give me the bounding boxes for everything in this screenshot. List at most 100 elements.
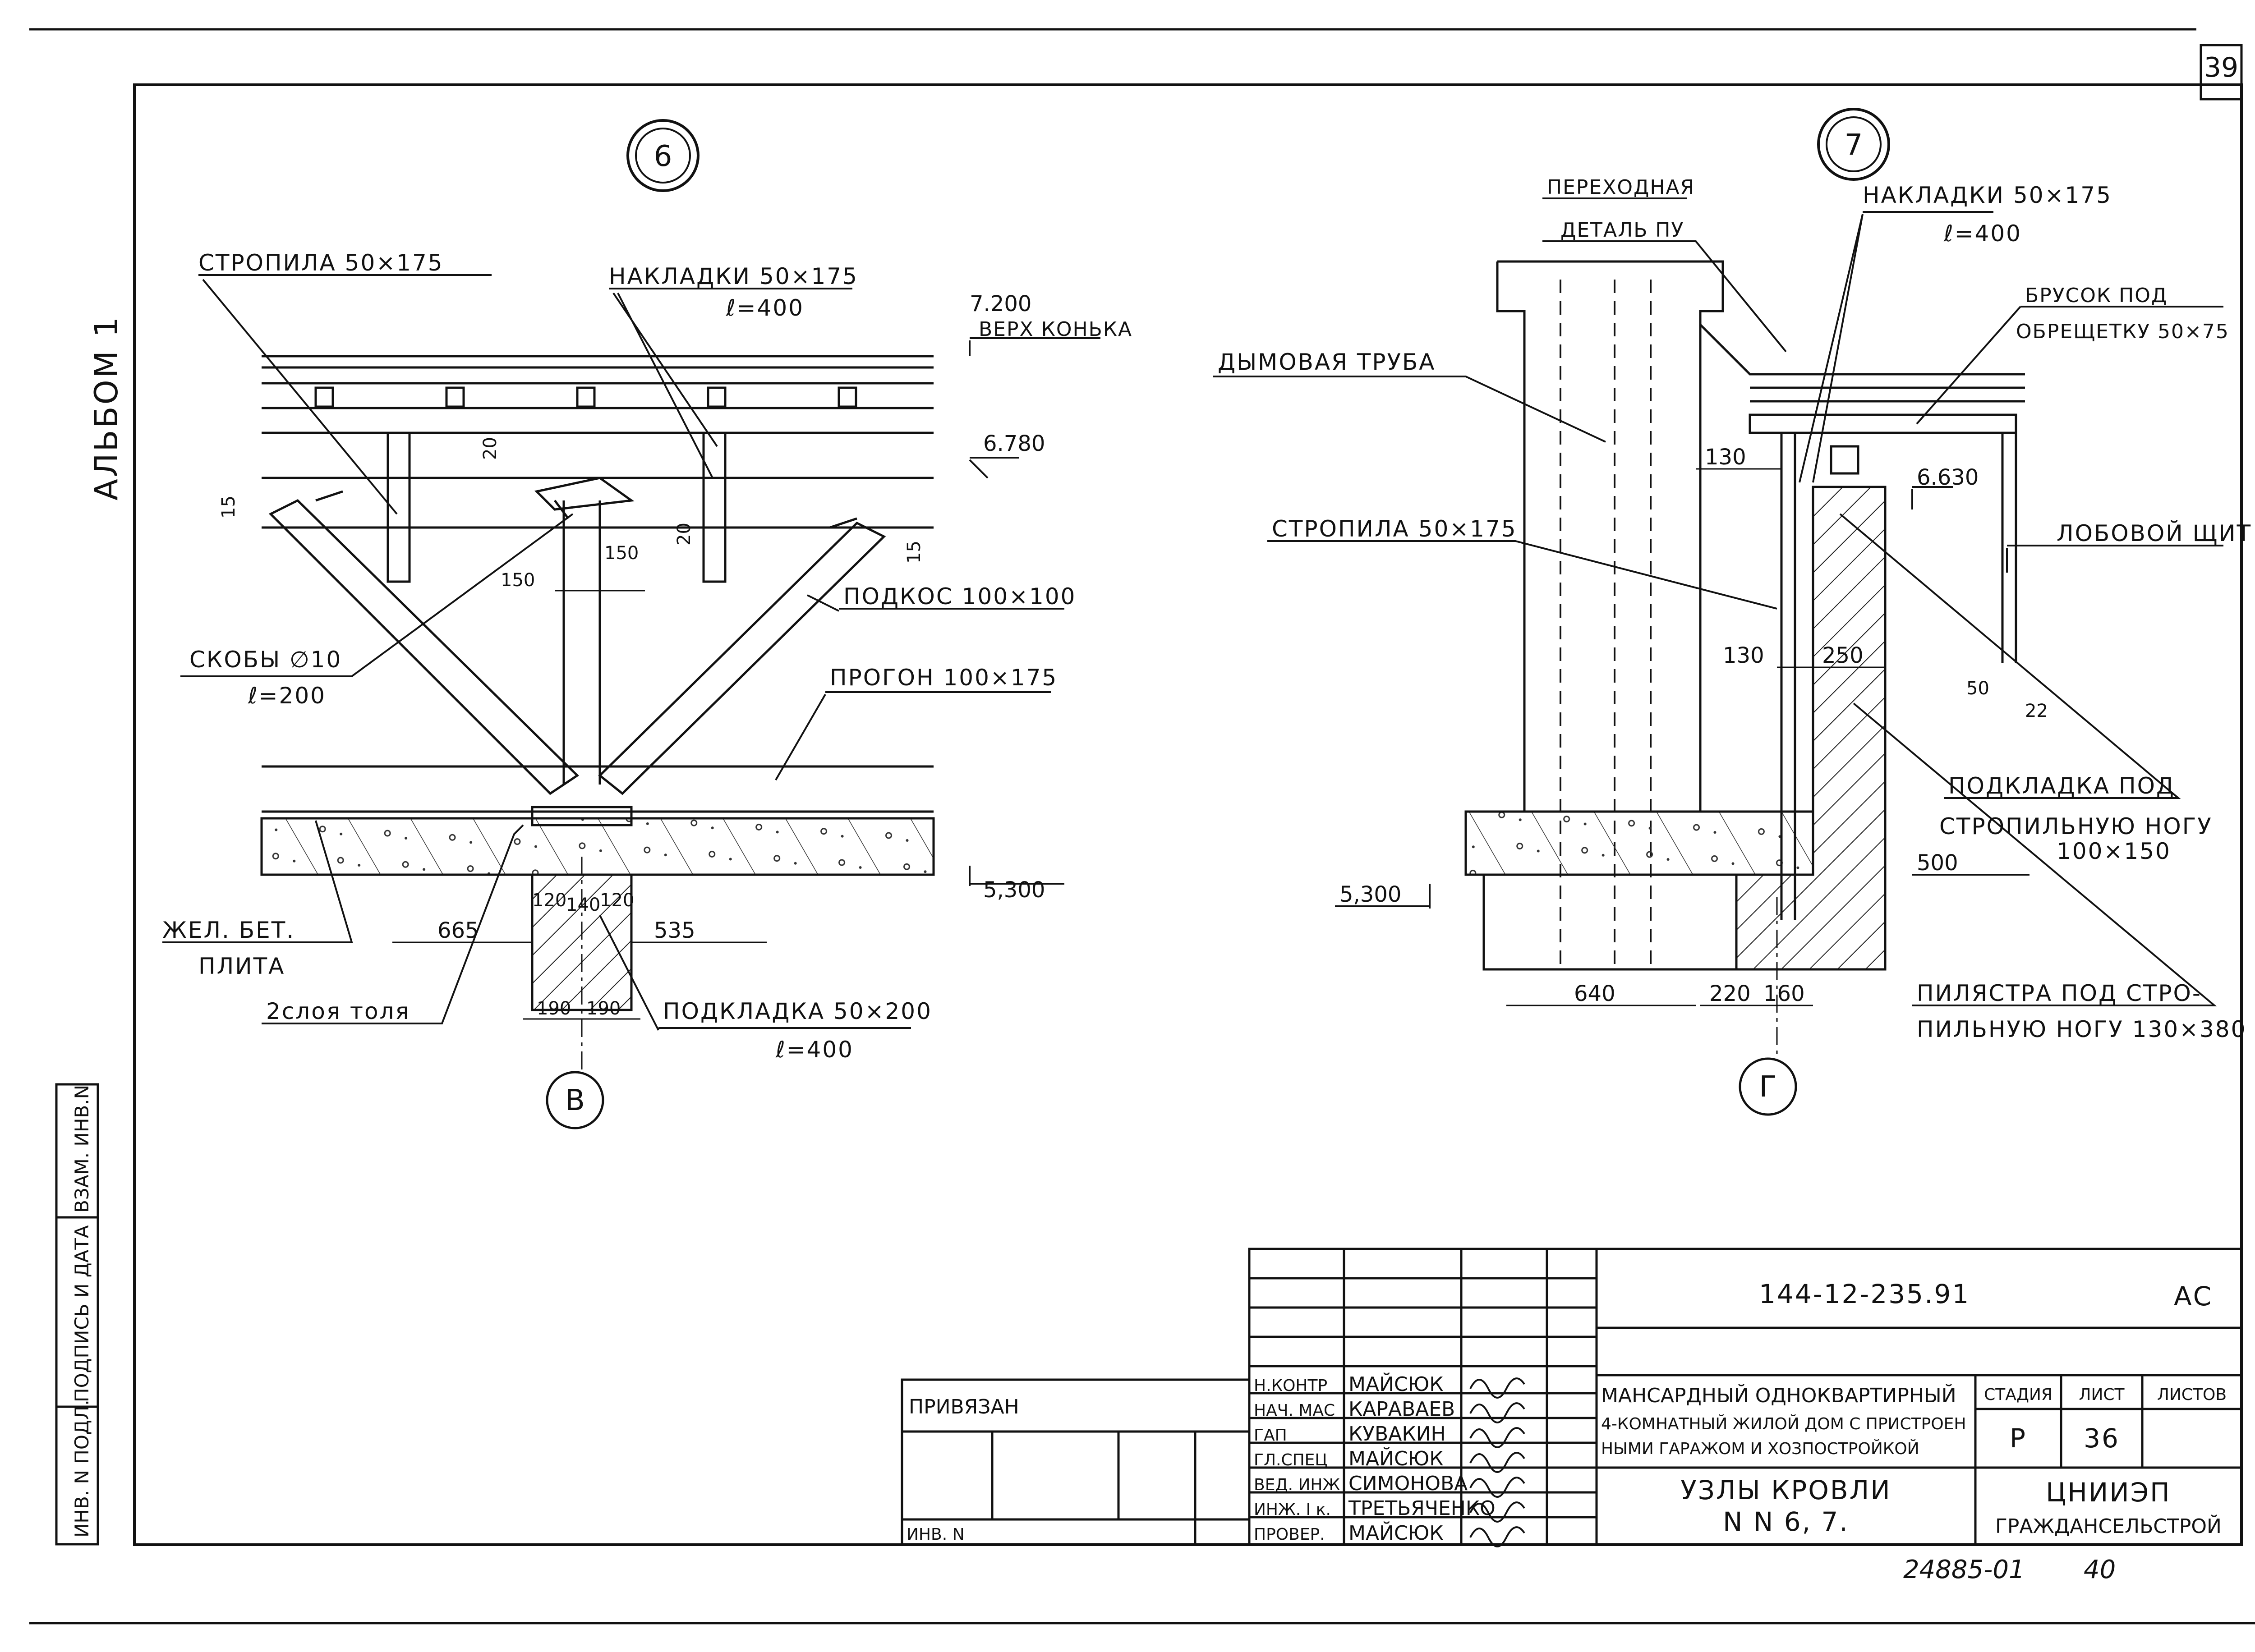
node6-nakladki-label: НАКЛАДКИ 50×175 — [609, 263, 858, 289]
node7-lobovoy: ЛОБОВОЙ ЩИТ — [2057, 520, 2252, 546]
title-block — [901, 1248, 2243, 1546]
node6-dim-120a: 120 — [532, 890, 566, 911]
stamp-inv-podl: ИНВ. N ПОДЛ. — [71, 1400, 93, 1537]
role-5: ВЕД. ИНЖ — [1254, 1476, 1340, 1494]
node6-zhel-bet-label: ЖЕЛ. БЕТ. — [162, 917, 295, 943]
role-6-name: ТРЕТЬЯЧЕНКО — [1348, 1497, 1496, 1520]
node6-progon-label: ПРОГОН 100×175 — [830, 665, 1058, 691]
node7-podkladka-2: СТРОПИЛЬНУЮ НОГУ — [1939, 813, 2213, 840]
node7-dim-50: 50 — [1966, 678, 1989, 699]
node7-number: 7 — [1845, 128, 1863, 162]
node6-dim-190b: 190 — [586, 998, 621, 1019]
node6-dim-20b: 20 — [674, 523, 695, 546]
node6-stropila-label: СТРОПИЛА 50×175 — [198, 250, 444, 276]
node7-drawing — [1213, 108, 2223, 1116]
node7-mark-6630: 6.630 — [1917, 465, 1979, 490]
node7-perehodnaya: ПЕРЕХОДНАЯ — [1547, 176, 1695, 199]
title-section: АС — [2174, 1281, 2213, 1312]
node6-podkladka-step: ℓ=400 — [775, 1037, 854, 1063]
listov-label: ЛИСТОВ — [2157, 1386, 2227, 1404]
role-5-name: СИМОНОВА — [1348, 1472, 1468, 1495]
title-code: 144-12-235.91 — [1759, 1279, 1970, 1309]
node6-mark-6780: 6.780 — [983, 431, 1045, 456]
role-1-name: МАЙСЮК — [1348, 1372, 1443, 1396]
list-label: ЛИСТ — [2079, 1386, 2125, 1404]
node6-dim-15b: 15 — [904, 541, 925, 564]
sheet-title-1: УЗЛЫ КРОВЛИ — [1680, 1475, 1891, 1505]
footer-number: 24885-01 — [1903, 1555, 2025, 1584]
title-privyazan: ПРИВЯЗАН — [909, 1395, 1019, 1418]
node7-dim-130a: 130 — [1705, 445, 1746, 470]
signatures — [1469, 1377, 1525, 1547]
node7-brusok: БРУСОК ПОД — [2025, 284, 2168, 307]
node7-dim-130b: 130 — [1723, 643, 1764, 668]
node6-dim-535: 535 — [654, 918, 695, 943]
node7-pilyastra-2: ПИЛЬНУЮ НОГУ 130×380 — [1917, 1016, 2246, 1042]
role-2-name: КАРАВАЕВ — [1348, 1398, 1455, 1421]
node6-skoby-step: ℓ=200 — [248, 683, 326, 709]
node6-dim-15a: 15 — [218, 496, 239, 519]
node7-detal-pu: ДЕТАЛЬ ПУ — [1560, 219, 1684, 242]
stamp-vzam-inv: ВЗАМ. ИНВ.N — [71, 1085, 93, 1213]
role-3: ГАП — [1254, 1426, 1287, 1445]
node6-axis-label: В — [565, 1084, 585, 1117]
role-2: НАЧ. МАС — [1254, 1401, 1335, 1420]
node6-verh-konka: ВЕРХ КОНЬКА — [979, 318, 1132, 341]
node7-podkladka-1: ПОДКЛАДКА ПОД — [1948, 773, 2175, 799]
node6-mark-7200: 7.200 — [970, 291, 1031, 317]
sheet-title-2: N N 6, 7. — [1723, 1506, 1849, 1537]
node6-dim-120b: 120 — [600, 890, 634, 911]
role-4: ГЛ.СПЕЦ — [1254, 1451, 1327, 1469]
node7-axis-label: Г — [1759, 1070, 1776, 1104]
org-line-2: ГРАЖДАНСЕЛЬСТРОЙ — [1995, 1514, 2222, 1538]
node6-number: 6 — [654, 140, 672, 173]
node6-dim-140: 140 — [566, 895, 600, 915]
node7-nakladki-step: ℓ=400 — [1943, 220, 2022, 247]
title-inv-n: ИНВ. N — [907, 1525, 965, 1544]
node7-stropila: СТРОПИЛА 50×175 — [1272, 516, 1517, 542]
stadiya-value: Р — [2010, 1423, 2027, 1454]
footer-sheet: 40 — [2084, 1555, 2116, 1584]
node7-dymovaya: ДЫМОВАЯ ТРУБА — [1218, 349, 1436, 375]
node6-podkos-label: ПОДКОС 100×100 — [843, 583, 1076, 610]
role-6: ИНЖ. I к. — [1254, 1501, 1331, 1519]
node6-drawing — [162, 119, 1100, 1129]
side-stamp — [55, 1083, 99, 1546]
node6-podkladka-label: ПОДКЛАДКА 50×200 — [663, 998, 932, 1024]
node7-dim-160: 160 — [1763, 981, 1805, 1006]
node6-dim-190a: 190 — [537, 998, 571, 1019]
node7-dim-640: 640 — [1574, 981, 1615, 1006]
node7-dim-250: 250 — [1822, 643, 1864, 668]
node7-pilyastra-1: ПИЛЯСТРА ПОД СТРО- — [1917, 980, 2202, 1006]
stadiya-label: СТАДИЯ — [1984, 1386, 2053, 1404]
node6-dim-150b: 150 — [604, 543, 639, 564]
page-number: 39 — [2204, 52, 2238, 83]
role-1: Н.КОНТР — [1254, 1377, 1327, 1395]
role-7: ПРОВЕР. — [1254, 1525, 1325, 1544]
org-line-1: ЦНИИЭП — [2046, 1477, 2171, 1508]
node6-skoby-label: СКОБЫ ∅10 — [189, 647, 342, 673]
project-line-2: 4-КОМНАТНЫЙ ЖИЛОЙ ДОМ С ПРИСТРОЕН — [1601, 1414, 1966, 1433]
node6-dim-150a: 150 — [501, 570, 535, 591]
node7-podkladka-3: 100×150 — [2057, 838, 2171, 864]
node6-dim-20a: 20 — [480, 437, 501, 460]
role-4-name: МАЙСЮК — [1348, 1446, 1443, 1470]
node6-tol-label: 2слоя толя — [266, 998, 410, 1024]
album-label: АЛЬБОМ 1 — [88, 315, 125, 500]
project-line-1: МАНСАРДНЫЙ ОДНОКВАРТИРНЫЙ — [1601, 1383, 1956, 1407]
stamp-podpis-data: ПОДПИСЬ И ДАТА — [71, 1225, 93, 1402]
node7-dim-220: 220 — [1709, 981, 1751, 1006]
node6-nakladki-step: ℓ=400 — [726, 295, 804, 321]
node7-dim-22: 22 — [2025, 701, 2048, 721]
role-7-name: МАЙСЮК — [1348, 1521, 1443, 1545]
node7-obreshetku: ОБРЕЩЕТКУ 50×75 — [2016, 320, 2229, 343]
node6-mark-5300: 5,300 — [983, 877, 1045, 903]
node7-mark-5300: 5,300 — [1339, 882, 1401, 907]
project-line-3: НЫМИ ГАРАЖОМ И ХОЗПОСТРОЙКОЙ — [1601, 1439, 1919, 1458]
node7-dim-500: 500 — [1917, 850, 1958, 876]
node7-nakladki-label: НАКЛАДКИ 50×175 — [1863, 182, 2112, 208]
role-3-name: КУВАКИН — [1348, 1423, 1446, 1446]
list-value: 36 — [2084, 1423, 2120, 1454]
